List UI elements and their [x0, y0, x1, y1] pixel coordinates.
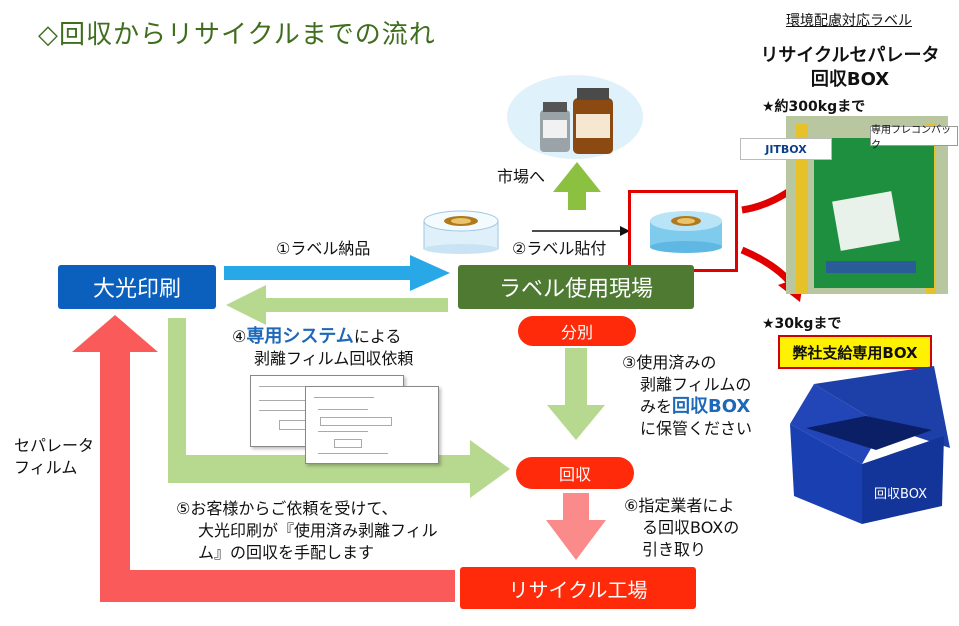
capacity-small: ★30kgまで: [762, 316, 842, 332]
step1-label: ①ラベル納品: [276, 239, 371, 258]
label-roll-icon: [423, 210, 499, 254]
sort-down-arrow: [547, 348, 605, 440]
return-arrow-red: [72, 315, 455, 602]
step6-label: ⑥指定業者によ る回収BOXの 引き取り: [624, 496, 740, 559]
market-label: 市場へ: [497, 167, 546, 186]
delivery-arrow-blue: [224, 255, 450, 291]
step3-label: ③使用済みの 剥離フィルムの みを回収BOX に保管ください: [622, 353, 753, 438]
node-usage-site: ラベル使用現場: [458, 265, 694, 309]
small-box-illustration: 回収BOX: [790, 366, 950, 524]
bottles-illustration: [507, 75, 643, 159]
step2-label: ②ラベル貼付: [512, 239, 607, 258]
eco-label-link: 環境配慮対応ラベル: [786, 13, 912, 29]
request-arrow-green: [226, 285, 448, 325]
factory-down-arrow: [546, 493, 606, 560]
node-collect: 回収: [516, 457, 634, 489]
film-roll-icon: [650, 211, 722, 253]
film-highlight-frame: [628, 190, 738, 272]
separator-film-label: セパレータフィルム: [14, 436, 95, 477]
node-sort: 分別: [518, 316, 636, 346]
step4-label: ④専用システムによる 剥離フィルム回収依頼: [232, 326, 414, 368]
request-form-doc-2: [305, 386, 439, 464]
jitbox-logo: JITBOX: [740, 138, 832, 160]
node-printer: 大光印刷: [58, 265, 216, 309]
flecon-bag-label: 専用フレコンバック: [870, 125, 958, 151]
step5-label: ⑤お客様からご依頼を受けて、 大光印刷が『使用済み剥離フィル ム』の回収を手配し…: [176, 499, 438, 562]
market-arrow-green: [553, 162, 601, 210]
capacity-large: ★約300kgまで: [762, 99, 866, 115]
supplied-box-label: 弊社支給専用BOX: [778, 335, 932, 369]
node-recycle-factory: リサイクル工場: [460, 567, 696, 609]
to-small-box-arrow: [740, 246, 795, 288]
svg-text:回収BOX: 回収BOX: [874, 487, 927, 502]
separator-box-title: リサイクルセパレータ 回収BOX: [760, 45, 940, 90]
page-title: ◇回収からリサイクルまでの流れ: [38, 20, 436, 50]
